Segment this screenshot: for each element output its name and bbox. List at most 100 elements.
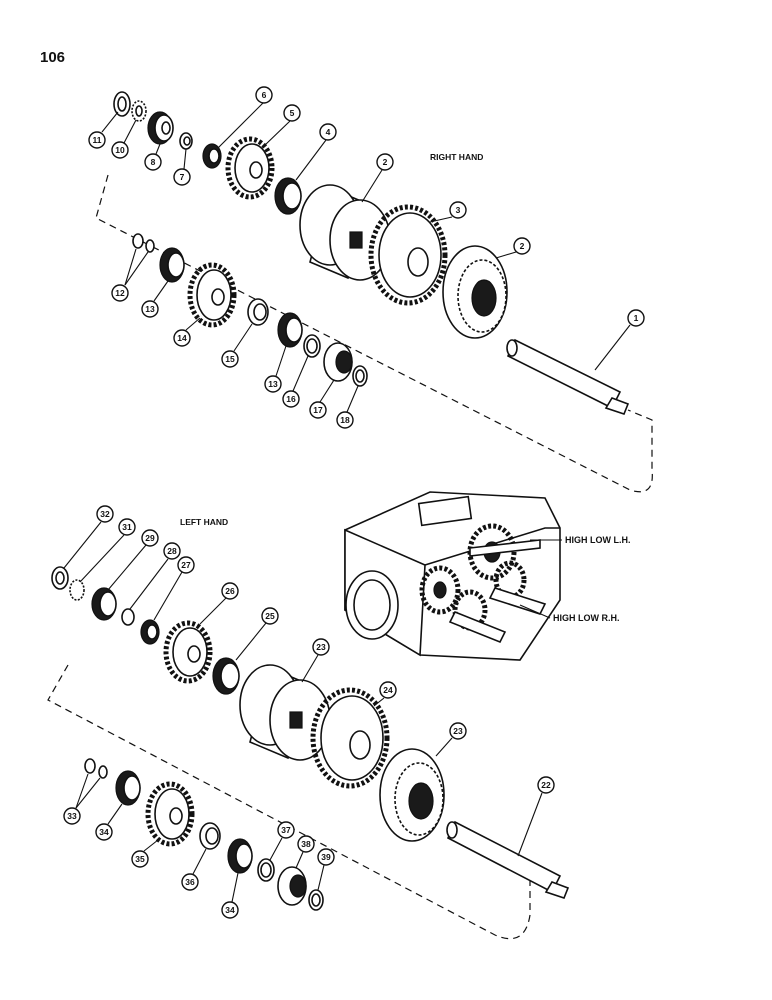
part-34-bearing xyxy=(115,770,141,806)
callout-3-label: 3 xyxy=(456,205,461,215)
part-24-large-gear xyxy=(310,687,390,789)
callout-15: 15 xyxy=(221,323,253,368)
callout-28-label: 28 xyxy=(167,546,177,556)
callout-35: 35 xyxy=(131,839,159,868)
callout-27: 27 xyxy=(153,556,195,621)
callout-23-top-label: 23 xyxy=(316,642,326,652)
part-39-snap-ring xyxy=(308,889,324,911)
callout-4: 4 xyxy=(295,123,337,181)
part-22-shaft xyxy=(446,820,570,899)
part-13-bearing-2 xyxy=(277,312,303,348)
callout-12-label: 12 xyxy=(115,288,125,298)
part-27-bushing xyxy=(140,619,160,645)
high-low-lh-label: HIGH LOW L.H. xyxy=(565,535,631,545)
callout-13-b-label: 13 xyxy=(268,379,278,389)
part-7-spacer xyxy=(179,132,193,150)
right-hand-group-outline xyxy=(95,174,653,493)
callout-26-label: 26 xyxy=(225,586,235,596)
part-17-bearing xyxy=(323,342,353,382)
callout-33: 33 xyxy=(63,773,101,825)
callout-14-label: 14 xyxy=(177,333,187,343)
callout-25: 25 xyxy=(235,607,279,661)
callout-34-b: 34 xyxy=(221,872,239,919)
high-low-rh-label: HIGH LOW R.H. xyxy=(553,613,620,623)
callout-23-mid: 23 xyxy=(435,722,467,757)
callout-2-top: 2 xyxy=(361,153,394,203)
part-32-snap-ring xyxy=(51,566,69,590)
part-2-clutch-pack xyxy=(442,245,508,339)
callout-22-label: 22 xyxy=(541,780,551,790)
callout-24-label: 24 xyxy=(383,685,393,695)
callout-24: 24 xyxy=(373,681,397,707)
callout-17: 17 xyxy=(309,379,335,419)
callout-35-label: 35 xyxy=(135,854,145,864)
part-1-shaft xyxy=(506,338,630,415)
part-33-rings xyxy=(84,758,108,779)
callout-11: 11 xyxy=(88,111,119,149)
callout-13-b: 13 xyxy=(264,345,287,393)
callout-25-label: 25 xyxy=(265,611,275,621)
callout-5: 5 xyxy=(263,104,301,147)
callout-17-label: 17 xyxy=(313,405,323,415)
part-18-snap-ring xyxy=(352,365,368,387)
callout-36: 36 xyxy=(181,848,207,891)
callout-39-label: 39 xyxy=(321,852,331,862)
part-4-bearing xyxy=(274,177,302,215)
callout-16: 16 xyxy=(282,355,309,408)
left-hand-label: LEFT HAND xyxy=(180,517,228,527)
part-25-bearing xyxy=(212,657,240,695)
callout-23-mid-label: 23 xyxy=(453,726,463,736)
callout-5-label: 5 xyxy=(290,108,295,118)
part-26-gear xyxy=(163,620,213,684)
part-23-clutch-pack xyxy=(379,748,445,842)
callout-13: 13 xyxy=(141,280,169,318)
part-3-large-gear xyxy=(368,204,448,306)
callout-8: 8 xyxy=(144,143,162,171)
part-16-washer xyxy=(303,334,321,358)
callout-6-label: 6 xyxy=(262,90,267,100)
high-low-rh-leader xyxy=(519,604,551,619)
callout-1: 1 xyxy=(594,309,645,371)
callout-38-label: 38 xyxy=(301,839,311,849)
callout-39: 39 xyxy=(317,848,335,891)
callout-27-label: 27 xyxy=(181,560,191,570)
page-number: 106 xyxy=(40,49,65,66)
callout-22: 22 xyxy=(517,776,555,857)
callout-10: 10 xyxy=(111,119,137,159)
part-28-spacer xyxy=(121,608,135,626)
callout-14: 14 xyxy=(173,317,201,347)
callout-34-label: 34 xyxy=(99,827,109,837)
callout-7-label: 7 xyxy=(180,172,185,182)
part-36-bushing xyxy=(199,822,221,850)
right-hand-label: RIGHT HAND xyxy=(430,152,483,162)
part-2-clutch-drum xyxy=(299,184,391,281)
part-11-snap-ring xyxy=(113,91,131,117)
callout-8-label: 8 xyxy=(151,157,156,167)
callout-3: 3 xyxy=(429,201,467,223)
transmission-case xyxy=(344,491,561,661)
part-15-bushing xyxy=(247,298,269,326)
callout-36-label: 36 xyxy=(185,877,195,887)
part-34-bearing-2 xyxy=(227,838,253,874)
left-hand-group-outline xyxy=(47,664,531,940)
callout-12: 12 xyxy=(111,248,149,302)
callout-23-top: 23 xyxy=(301,638,330,683)
callout-7: 7 xyxy=(173,148,191,186)
callout-2-top-label: 2 xyxy=(383,157,388,167)
part-37-washer xyxy=(257,858,275,882)
callout-4-label: 4 xyxy=(326,127,331,137)
callout-34-b-label: 34 xyxy=(225,905,235,915)
part-14-gear xyxy=(187,262,237,328)
callout-31: 31 xyxy=(79,518,136,583)
callout-1-label: 1 xyxy=(634,313,639,323)
part-10-washer xyxy=(131,100,147,122)
callout-33-label: 33 xyxy=(67,811,77,821)
part-35-gear xyxy=(145,781,195,847)
callout-32-label: 32 xyxy=(100,509,110,519)
callout-11-label: 11 xyxy=(93,135,102,145)
callout-2-mid-label: 2 xyxy=(520,241,525,251)
part-6-bushing xyxy=(202,143,222,169)
part-8-bearing xyxy=(147,111,174,145)
part-5-gear xyxy=(225,136,275,200)
